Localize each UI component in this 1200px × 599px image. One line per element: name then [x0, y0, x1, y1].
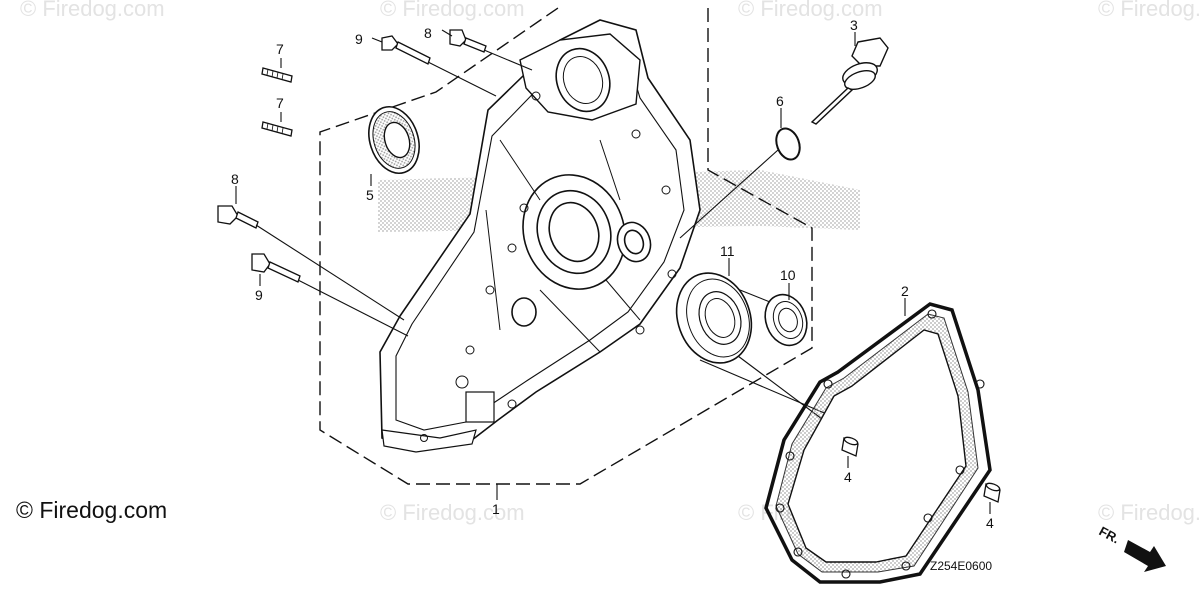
watermark-text: © Firedog.com: [738, 0, 883, 21]
copyright-notice: © Firedog.com: [16, 497, 168, 523]
callout-3-label: 3: [850, 17, 858, 33]
watermark-text: © Firedog.com: [380, 500, 525, 525]
front-direction-arrow-icon: [1124, 540, 1166, 572]
oil-filler-cap-part: [810, 37, 889, 125]
watermark-text: © Firedog.com: [20, 0, 165, 21]
callout-8-label: 8: [231, 171, 239, 187]
callout-7-label: 7: [276, 41, 284, 57]
o-ring-part: [775, 127, 801, 161]
watermark-text: © Firedog.com: [380, 0, 525, 21]
stud-bolt-parts: [261, 67, 293, 137]
callout-4-label: 4: [986, 515, 994, 531]
callout-9-label: 9: [255, 287, 263, 303]
callout-5-label: 5: [366, 187, 374, 203]
oil-seal-part: [368, 106, 420, 174]
watermark-text: © Firedog.com: [1098, 500, 1200, 525]
small-bearing-part: [764, 293, 808, 347]
watermark-text: © Firedog.com: [1098, 0, 1200, 21]
dowel-pin-parts: [841, 436, 1001, 503]
diagram-code: Z254E0600: [930, 559, 992, 573]
callout-10-label: 10: [780, 267, 796, 283]
callout-9-label: 9: [355, 31, 363, 47]
callout-2-label: 2: [901, 283, 909, 299]
callout-labels: 1 2 3 4 4 5 6 7 7 8 8 9 9 10 11: [231, 17, 994, 531]
callout-ticks: [235, 29, 991, 514]
gasket-part: [764, 302, 992, 584]
crankcase-cover: [379, 19, 701, 453]
front-direction-label: FR.: [1097, 523, 1123, 546]
large-bearing-part: [675, 272, 753, 364]
callout-8-label: 8: [424, 25, 432, 41]
callout-4-label: 4: [844, 469, 852, 485]
callout-7-label: 7: [276, 95, 284, 111]
callout-11-label: 11: [720, 243, 735, 259]
callout-6-label: 6: [776, 93, 784, 109]
front-direction-indicator: FR.: [1097, 523, 1166, 572]
callout-1-label: 1: [492, 501, 500, 517]
flange-bolt-parts: [217, 29, 487, 283]
